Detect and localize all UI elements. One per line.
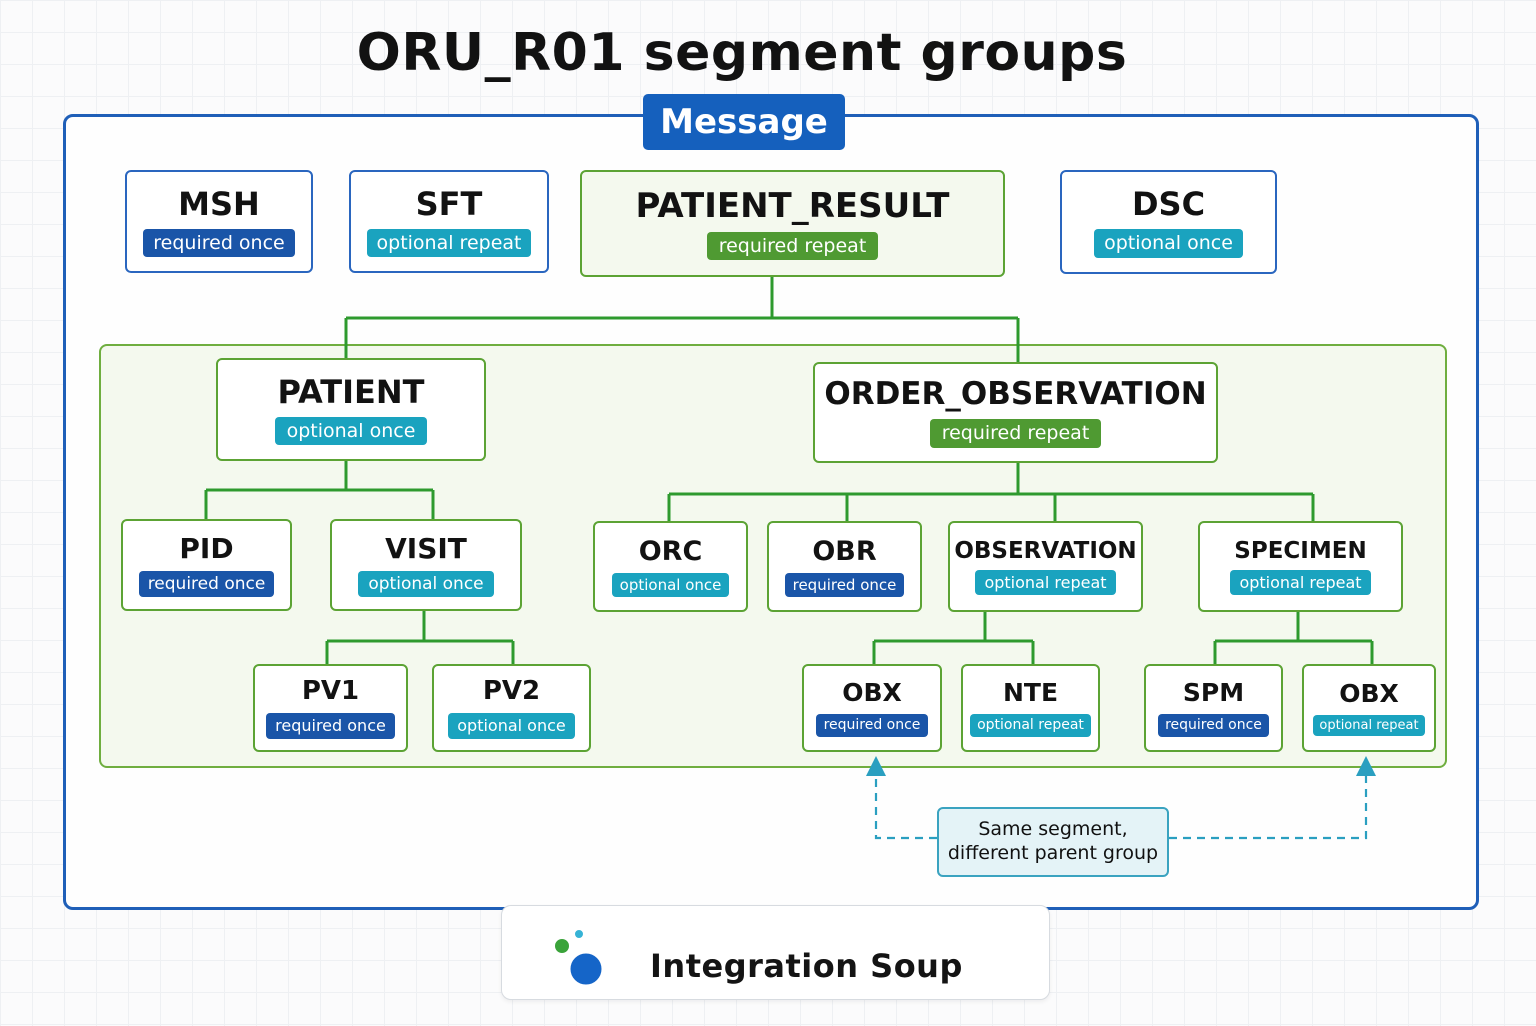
- node-order-observation: ORDER_OBSERVATION required repeat: [813, 362, 1218, 463]
- callout-leader-right: [1169, 772, 1368, 840]
- message-label: Message: [643, 94, 845, 150]
- node-spm-name: SPM: [1182, 678, 1245, 708]
- node-orc: ORC optional once: [593, 521, 748, 612]
- node-pid: PID required once: [121, 519, 292, 611]
- connector-specimen: [1213, 611, 1374, 664]
- node-observation-badge: optional repeat: [975, 570, 1116, 596]
- diagram-title: ORU_R01 segment groups: [356, 23, 1128, 83]
- brand-card: Integration Soup: [501, 905, 1050, 1000]
- node-obr-badge: required once: [784, 573, 905, 598]
- node-obx-specimen-badge: optional repeat: [1313, 714, 1425, 737]
- callout-same-segment: Same segment, different parent group: [937, 807, 1169, 877]
- node-obr: OBR required once: [767, 521, 922, 612]
- node-visit-name: VISIT: [385, 531, 467, 565]
- node-patient-badge: optional once: [274, 416, 428, 446]
- node-obx-observation-name: OBX: [842, 678, 902, 708]
- node-nte: NTE optional repeat: [961, 664, 1100, 752]
- node-spm-badge: required once: [1158, 713, 1269, 737]
- node-dsc-name: DSC: [1131, 185, 1206, 224]
- callout-arrow-right: [1356, 756, 1376, 776]
- node-patient-name: PATIENT: [277, 372, 425, 411]
- connector-patient-result: [344, 276, 1020, 362]
- node-specimen-badge: optional repeat: [1230, 570, 1371, 596]
- node-sft: SFT optional repeat: [349, 170, 549, 273]
- node-order-observation-name: ORDER_OBSERVATION: [824, 376, 1207, 413]
- node-patient-result-badge: required repeat: [706, 231, 879, 261]
- node-obx-observation-badge: required once: [815, 713, 929, 737]
- node-observation: OBSERVATION optional repeat: [948, 521, 1143, 612]
- node-pid-name: PID: [179, 531, 234, 565]
- node-obx-specimen-name: OBX: [1339, 678, 1399, 708]
- node-obx-observation: OBX required once: [802, 664, 942, 752]
- node-pv1-badge: required once: [266, 713, 395, 739]
- node-pv1-name: PV1: [301, 676, 360, 707]
- node-visit: VISIT optional once: [330, 519, 522, 611]
- brand-logo-icon: [553, 928, 605, 988]
- connector-order-observation: [667, 462, 1315, 521]
- node-spm: SPM required once: [1144, 664, 1283, 752]
- node-patient-result-name: PATIENT_RESULT: [635, 185, 950, 226]
- callout-arrow-left: [866, 756, 886, 776]
- callout-leader-left: [874, 772, 937, 840]
- node-pv2: PV2 optional once: [432, 664, 591, 752]
- node-obr-name: OBR: [812, 535, 877, 567]
- node-pv2-badge: optional once: [448, 713, 575, 739]
- node-visit-badge: optional once: [358, 570, 494, 598]
- callout-line-2: different parent group: [947, 842, 1159, 864]
- node-dsc-badge: optional once: [1094, 229, 1243, 258]
- node-orc-badge: optional once: [611, 573, 730, 598]
- node-msh-name: MSH: [178, 184, 260, 223]
- node-sft-badge: optional repeat: [366, 228, 532, 258]
- node-msh: MSH required once: [125, 170, 313, 273]
- node-pid-badge: required once: [138, 570, 275, 598]
- node-patient-result: PATIENT_RESULT required repeat: [580, 170, 1005, 277]
- node-pv1: PV1 required once: [253, 664, 408, 752]
- connector-visit: [325, 611, 515, 664]
- callout-line-1: Same segment,: [978, 818, 1128, 841]
- node-observation-name: OBSERVATION: [954, 537, 1137, 564]
- node-nte-name: NTE: [1002, 678, 1059, 708]
- node-msh-badge: required once: [143, 228, 295, 258]
- brand-name: Integration Soup: [650, 947, 963, 985]
- node-orc-name: ORC: [638, 535, 703, 567]
- node-dsc: DSC optional once: [1060, 170, 1277, 274]
- node-pv2-name: PV2: [482, 676, 541, 707]
- node-order-observation-badge: required repeat: [929, 418, 1102, 448]
- node-specimen-name: SPECIMEN: [1234, 537, 1367, 564]
- node-patient: PATIENT optional once: [216, 358, 486, 461]
- connector-patient: [204, 460, 435, 519]
- node-sft-name: SFT: [415, 184, 483, 223]
- node-nte-badge: optional repeat: [970, 713, 1091, 737]
- connector-observation: [872, 611, 1035, 664]
- node-specimen: SPECIMEN optional repeat: [1198, 521, 1403, 612]
- node-obx-specimen: OBX optional repeat: [1302, 664, 1436, 752]
